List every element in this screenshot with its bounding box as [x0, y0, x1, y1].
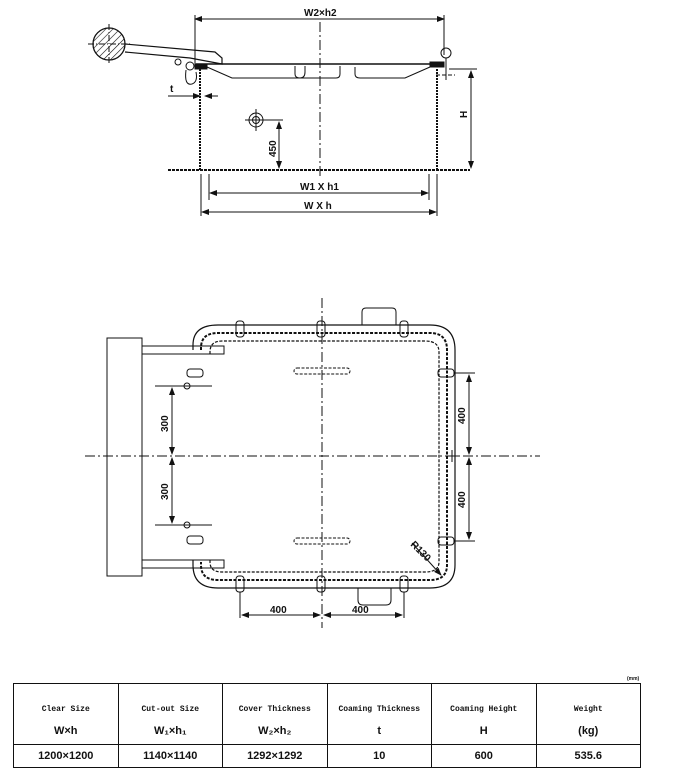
- symbol-cell: W×h: [13, 718, 119, 745]
- elevation-view: [88, 15, 477, 216]
- header-cover-thickness: Cover Thickness: [222, 683, 328, 718]
- dim-left-lower: 300: [160, 483, 171, 500]
- header-clear-size: Clear Size: [13, 683, 119, 718]
- value-cover-thickness: 1292×1292: [222, 744, 328, 768]
- dim-right-upper: 400: [457, 407, 468, 424]
- symbol-cell: H: [431, 718, 537, 745]
- header-coaming-height: Coaming Height: [431, 683, 537, 718]
- value-coaming-thickness: 10: [326, 744, 432, 768]
- dim-cutout: W1 X h1: [300, 182, 339, 193]
- dim-vent-height: 450: [268, 140, 279, 157]
- dim-bottom-left: 400: [270, 605, 287, 616]
- header-row: Clear Size Cut-out Size Cover Thickness …: [13, 683, 641, 718]
- header-coaming-thickness: Coaming Thickness: [326, 683, 432, 718]
- dim-thickness: t: [170, 84, 174, 95]
- manhole-drawing: W2×h2 t H 450 W1 X h1 W X h: [85, 8, 540, 628]
- spec-table: Clear Size Cut-out Size Cover Thickness …: [13, 683, 641, 768]
- dim-left-upper: 300: [160, 415, 171, 432]
- symbol-cell: t: [326, 718, 432, 745]
- symbol-cell: W₂×h₂: [222, 718, 328, 745]
- plan-view: [85, 298, 540, 628]
- dim-cover-size: W2×h2: [304, 8, 337, 19]
- dim-coaming-height: H: [459, 111, 470, 118]
- dim-right-lower: 400: [457, 491, 468, 508]
- symbol-cell: (kg): [535, 718, 641, 745]
- header-cutout-size: Cut-out Size: [117, 683, 223, 718]
- value-clear-size: 1200×1200: [13, 744, 119, 768]
- value-coaming-height: 600: [431, 744, 537, 768]
- header-weight: Weight: [535, 683, 641, 718]
- symbol-cell: W₁×h₁: [117, 718, 223, 745]
- dim-radius: R130: [408, 539, 433, 564]
- symbol-row: W×h W₁×h₁ W₂×h₂ t H (kg): [13, 718, 641, 745]
- table-row: 1200×1200 1140×1140 1292×1292 10 600 535…: [13, 744, 641, 768]
- dim-bottom-right: 400: [352, 605, 369, 616]
- unit-label: (mm): [627, 676, 640, 682]
- dim-clear: W X h: [304, 201, 332, 212]
- value-weight: 535.6: [535, 744, 641, 768]
- value-cutout-size: 1140×1140: [117, 744, 223, 768]
